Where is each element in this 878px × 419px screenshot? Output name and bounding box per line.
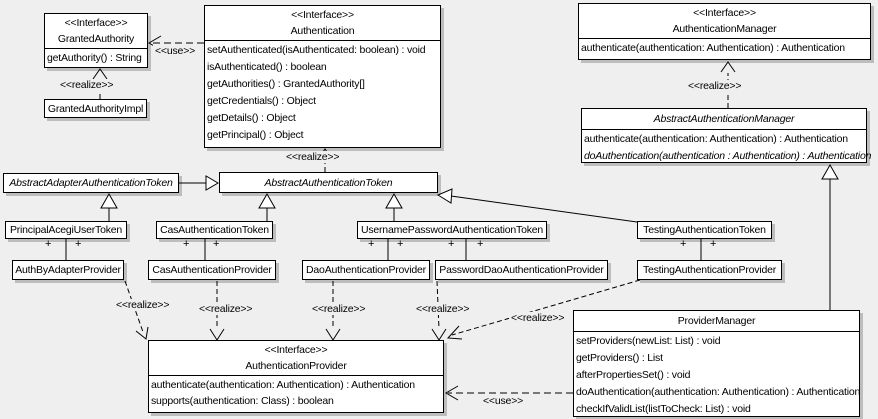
method-row: doAuthentication(authentication: Authent… [576,386,861,398]
class-password-dao-authentication-provider[interactable]: PasswordDaoAuthenticationProvider [435,260,608,280]
method-row: getPrincipal() : Object [207,129,304,141]
method-row: supports(authentication: Class) : boolea… [151,395,334,407]
method-row: setProviders(newList: List) : void [576,335,721,347]
class-authentication-manager[interactable]: <<Interface>> AuthenticationManager auth… [578,3,871,60]
method-row: authenticate(authentication: Authenticat… [581,42,845,54]
class-name: CasAuthenticationToken [160,224,269,236]
class-name: ProviderManager [677,315,756,327]
class-name: TestingAuthenticationProvider [642,264,777,276]
assoc-end-plus: + [75,238,82,250]
edge-generalization-testing-token-to-abstract-token [436,188,638,223]
class-name: AbstractAdapterAuthenticationToken [9,177,173,189]
class-name: CasAuthenticationProvider [152,264,272,276]
stereotype-label: <<Interface>> [64,17,128,29]
edge-label-use: <<use>> [481,395,526,407]
edge-generalization-adapter-token-to-abstract-token [179,175,219,191]
class-name: PasswordDaoAuthenticationProvider [439,264,604,276]
class-username-password-authentication-token[interactable]: UsernamePasswordAuthenticationToken [357,221,547,239]
class-name: AbstractAuthenticationManager [653,113,795,125]
edge-label-realize: <<realize>> [197,303,255,315]
edge-label-use: <<use>> [153,45,198,57]
class-name: UsernamePasswordAuthenticationToken [360,224,544,236]
stereotype-label: <<Interface>> [693,7,756,19]
edge-label-realize: <<realize>> [284,151,342,163]
class-cas-authentication-token[interactable]: CasAuthenticationToken [156,221,273,239]
class-granted-authority[interactable]: <<Interface>> GrantedAuthority getAuthor… [44,13,148,68]
class-name: Authentication [290,25,355,37]
assoc-end-plus: + [368,238,375,250]
assoc-end-plus: + [710,238,717,250]
method-row: getDetails() : Object [207,112,296,124]
edge-label-realize: <<realize>> [114,299,172,311]
edge-label-realize: <<realize>> [686,80,744,92]
edge-label-realize: <<realize>> [414,303,472,315]
class-dao-authentication-provider[interactable]: DaoAuthenticationProvider [302,260,430,280]
assoc-end-plus: + [213,238,220,250]
class-principal-acegi-user-token[interactable]: PrincipalAcegiUserToken [5,221,127,239]
class-name: GrantedAuthorityImpl [47,102,144,115]
class-name: AuthenticationProvider [245,360,347,372]
class-name: AbstractAuthenticationToken [264,176,393,189]
stereotype-label: <<Interface>> [291,9,354,21]
method-row: getAuthority() : String [47,52,142,64]
class-abstract-authentication-manager[interactable]: AbstractAuthenticationManager authentica… [581,108,872,163]
assoc-end-plus: + [45,238,52,250]
method-row: checkIfValidList(listToCheck: List) : vo… [576,403,751,415]
method-row: setAuthenticated(isAuthenticated: boolea… [207,44,426,56]
assoc-end-plus: + [680,238,687,250]
class-testing-authentication-provider[interactable]: TestingAuthenticationProvider [637,260,782,280]
stereotype-label: <<Interface>> [264,344,328,356]
class-provider-manager[interactable]: ProviderManager setProviders(newList: Li… [573,310,860,417]
assoc-end-plus: + [397,238,404,250]
method-row: getCredentials() : Object [207,95,316,107]
method-row: authenticate(authentication: Authenticat… [584,133,848,145]
edge-label-realize: <<realize>> [310,303,368,315]
class-name: TestingAuthenticationToken [643,224,766,236]
class-cas-authentication-provider[interactable]: CasAuthenticationProvider [148,260,276,280]
edge-generalization-usernamepassword-token-to-abstract-token [385,192,403,221]
method-row: doAuthentication(authentication : Authen… [584,150,872,162]
class-name: AuthenticationManager [672,23,777,35]
class-name: PrincipalAcegiUserToken [9,224,123,236]
method-row: authenticate(authentication: Authenticat… [151,379,415,391]
class-testing-authentication-token[interactable]: TestingAuthenticationToken [637,221,772,239]
method-row: afterPropertiesSet() : void [576,369,691,381]
edge-generalization-principal-token-to-adapter-token [100,192,118,221]
edge-label-realize: <<realize>> [58,79,116,91]
assoc-end-plus: + [477,238,484,250]
class-abstract-authentication-token[interactable]: AbstractAuthenticationToken [219,172,438,193]
assoc-end-plus: + [183,238,190,250]
method-row: getProviders() : List [576,352,663,364]
edge-generalization-provider-manager-to-abstract-auth-manager [821,163,839,310]
class-name: DaoAuthenticationProvider [306,264,426,276]
class-name: AuthByAdapterProvider [15,264,121,276]
class-authentication[interactable]: <<Interface>> Authentication setAuthenti… [204,5,441,148]
edge-label-realize: <<realize>> [509,312,567,324]
class-granted-authority-impl[interactable]: GrantedAuthorityImpl [44,99,147,118]
class-abstract-adapter-authentication-token[interactable]: AbstractAdapterAuthenticationToken [3,173,179,193]
class-name: GrantedAuthority [57,33,135,45]
method-row: getAuthorities() : GrantedAuthority[] [207,78,365,90]
assoc-end-plus: + [448,238,455,250]
method-row: isAuthenticated() : boolean [207,61,327,73]
class-authentication-provider[interactable]: <<Interface>> AuthenticationProvider aut… [148,340,444,413]
class-auth-by-adapter-provider[interactable]: AuthByAdapterProvider [12,260,124,280]
edge-generalization-cas-token-to-abstract-token [258,192,276,221]
